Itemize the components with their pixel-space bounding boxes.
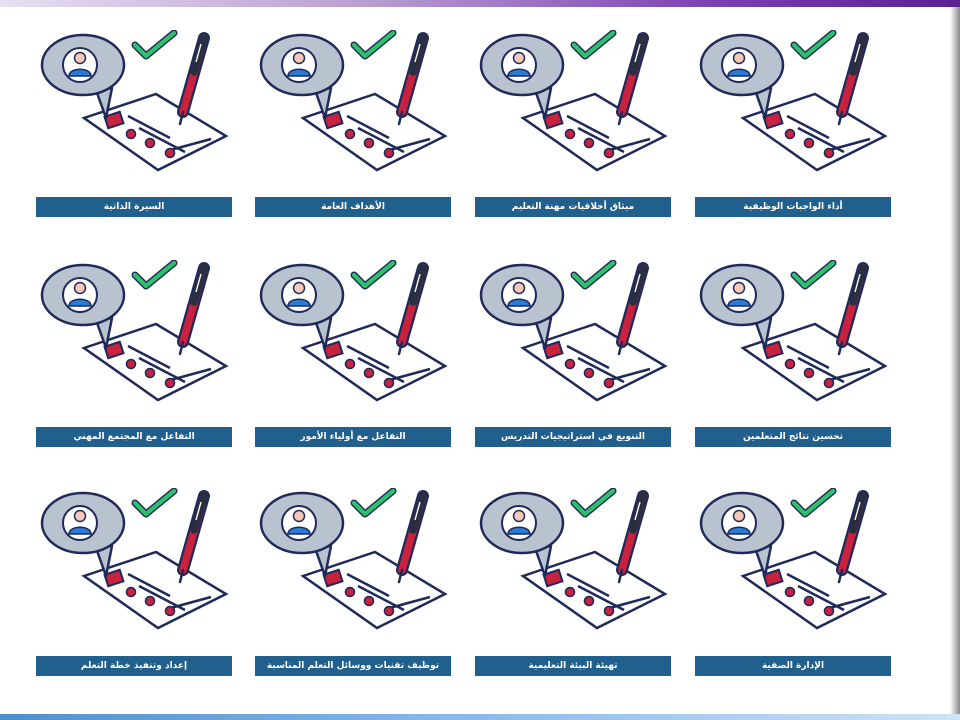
user-avatar-icon <box>721 277 757 313</box>
top-accent-bar <box>0 0 960 7</box>
bottom-accent-bar <box>0 714 960 720</box>
card-label[interactable]: التنويع في استراتيجيات التدريس <box>475 427 671 447</box>
checklist-evaluation-icon <box>259 488 448 630</box>
checklist-evaluation-icon <box>479 488 668 630</box>
checklist-evaluation-icon <box>479 260 668 402</box>
card-label[interactable]: تحسين نتائج المتعلمين <box>695 427 891 447</box>
checklist-evaluation-icon <box>40 488 229 630</box>
card-label[interactable]: توظيف تقنيات ووسائل التعلم المناسبة <box>255 656 451 676</box>
evaluation-card[interactable]: الإدارة الصفية <box>695 488 891 676</box>
pen-icon <box>836 32 869 126</box>
card-label[interactable]: إعداد وتنفيذ خطة التعلم <box>36 656 232 676</box>
pen-icon <box>396 490 429 584</box>
pen-icon <box>396 32 429 126</box>
user-avatar-icon <box>281 47 317 83</box>
pen-icon <box>177 32 210 126</box>
user-avatar-icon <box>721 47 757 83</box>
card-label[interactable]: السيرة الذاتية <box>36 197 232 217</box>
card-label[interactable]: الإدارة الصفية <box>695 656 891 676</box>
checklist-evaluation-icon <box>40 30 229 172</box>
evaluation-card[interactable]: أداء الواجبات الوظيفية <box>695 30 891 217</box>
right-edge-shadow <box>950 7 960 714</box>
evaluation-card[interactable]: توظيف تقنيات ووسائل التعلم المناسبة <box>255 488 451 676</box>
checklist-evaluation-icon <box>699 30 888 172</box>
evaluation-card[interactable]: التفاعل مع أولياء الأمور <box>255 260 451 447</box>
pen-icon <box>616 262 649 356</box>
pen-icon <box>836 490 869 584</box>
checklist-evaluation-icon <box>259 30 448 172</box>
card-label[interactable]: تهيئة البيئة التعليمية <box>475 656 671 676</box>
evaluation-card[interactable]: تهيئة البيئة التعليمية <box>475 488 671 676</box>
evaluation-card[interactable]: تحسين نتائج المتعلمين <box>695 260 891 447</box>
pen-icon <box>836 262 869 356</box>
evaluation-card[interactable]: السيرة الذاتية <box>36 30 232 217</box>
card-label[interactable]: ميثاق أخلاقيات مهنة التعليم <box>475 197 671 217</box>
user-avatar-icon <box>501 277 537 313</box>
evaluation-card[interactable]: الأهداف العامة <box>255 30 451 217</box>
user-avatar-icon <box>501 47 537 83</box>
pen-icon <box>396 262 429 356</box>
user-avatar-icon <box>62 505 98 541</box>
user-avatar-icon <box>281 277 317 313</box>
evaluation-card[interactable]: التفاعل مع المجتمع المهني <box>36 260 232 447</box>
card-label[interactable]: التفاعل مع أولياء الأمور <box>255 427 451 447</box>
user-avatar-icon <box>281 505 317 541</box>
checklist-evaluation-icon <box>259 260 448 402</box>
checklist-evaluation-icon <box>479 30 668 172</box>
evaluation-card[interactable]: إعداد وتنفيذ خطة التعلم <box>36 488 232 676</box>
pen-icon <box>177 490 210 584</box>
user-avatar-icon <box>501 505 537 541</box>
user-avatar-icon <box>62 47 98 83</box>
checklist-evaluation-icon <box>699 488 888 630</box>
checklist-evaluation-icon <box>699 260 888 402</box>
checklist-evaluation-icon <box>40 260 229 402</box>
pen-icon <box>616 32 649 126</box>
pen-icon <box>177 262 210 356</box>
evaluation-card[interactable]: ميثاق أخلاقيات مهنة التعليم <box>475 30 671 217</box>
card-label[interactable]: التفاعل مع المجتمع المهني <box>36 427 232 447</box>
pen-icon <box>616 490 649 584</box>
card-label[interactable]: أداء الواجبات الوظيفية <box>695 197 891 217</box>
evaluation-card[interactable]: التنويع في استراتيجيات التدريس <box>475 260 671 447</box>
card-label[interactable]: الأهداف العامة <box>255 197 451 217</box>
user-avatar-icon <box>62 277 98 313</box>
user-avatar-icon <box>721 505 757 541</box>
